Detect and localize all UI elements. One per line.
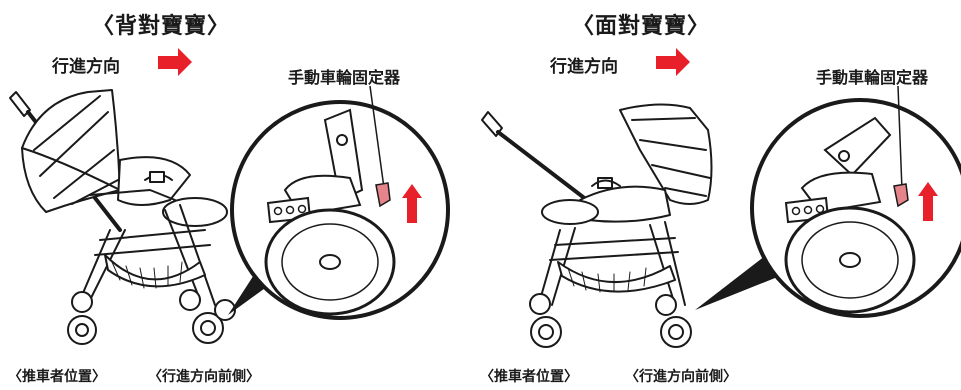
callout-pointer — [695, 256, 780, 310]
wheel-lock-callout — [230, 85, 450, 320]
wheel-lock-tab — [893, 183, 909, 208]
direction-label: 行進方向 — [550, 57, 618, 77]
wheel-lock-label: 手動車輪固定器 — [816, 68, 929, 87]
panel-title: 〈背對寶寶〉 — [92, 14, 231, 39]
stroller-icon — [481, 103, 713, 348]
panel-title: 〈面對寶寶〉 — [572, 14, 711, 39]
arrow-right-icon — [656, 48, 690, 76]
stroller-diagram — [9, 48, 450, 345]
arrow-up-icon — [402, 184, 422, 223]
front-side-label: 〈行進方向前側〉 — [148, 369, 260, 385]
panel-facing-baby: 〈面對寶寶〉 行進方向 手動車輪固定器 解除 〈推車者位置〉 〈行進方向前側〉 — [480, 0, 961, 390]
direction-label: 行進方向 — [52, 57, 120, 77]
stroller-diagram — [481, 48, 961, 348]
wheel-icon — [264, 208, 396, 316]
arrow-right-icon — [158, 48, 192, 76]
wheel-icon — [784, 206, 916, 314]
front-side-label: 〈行進方向前側〉 — [625, 369, 737, 385]
pusher-position-label: 〈推車者位置〉 — [8, 369, 106, 385]
pusher-position-label: 〈推車者位置〉 — [480, 369, 578, 385]
arrow-up-icon — [918, 182, 938, 221]
wheel-lock-label: 手動車輪固定器 — [288, 68, 401, 87]
stroller-icon — [9, 89, 236, 345]
wheel-lock-tab — [375, 182, 391, 208]
wheel-lock-callout — [750, 85, 961, 318]
panel-facing-away: 〈背對寶寶〉 行進方向 手動車輪固定器 解除 〈推車者位置〉 〈行進方向前側〉 — [0, 0, 480, 390]
